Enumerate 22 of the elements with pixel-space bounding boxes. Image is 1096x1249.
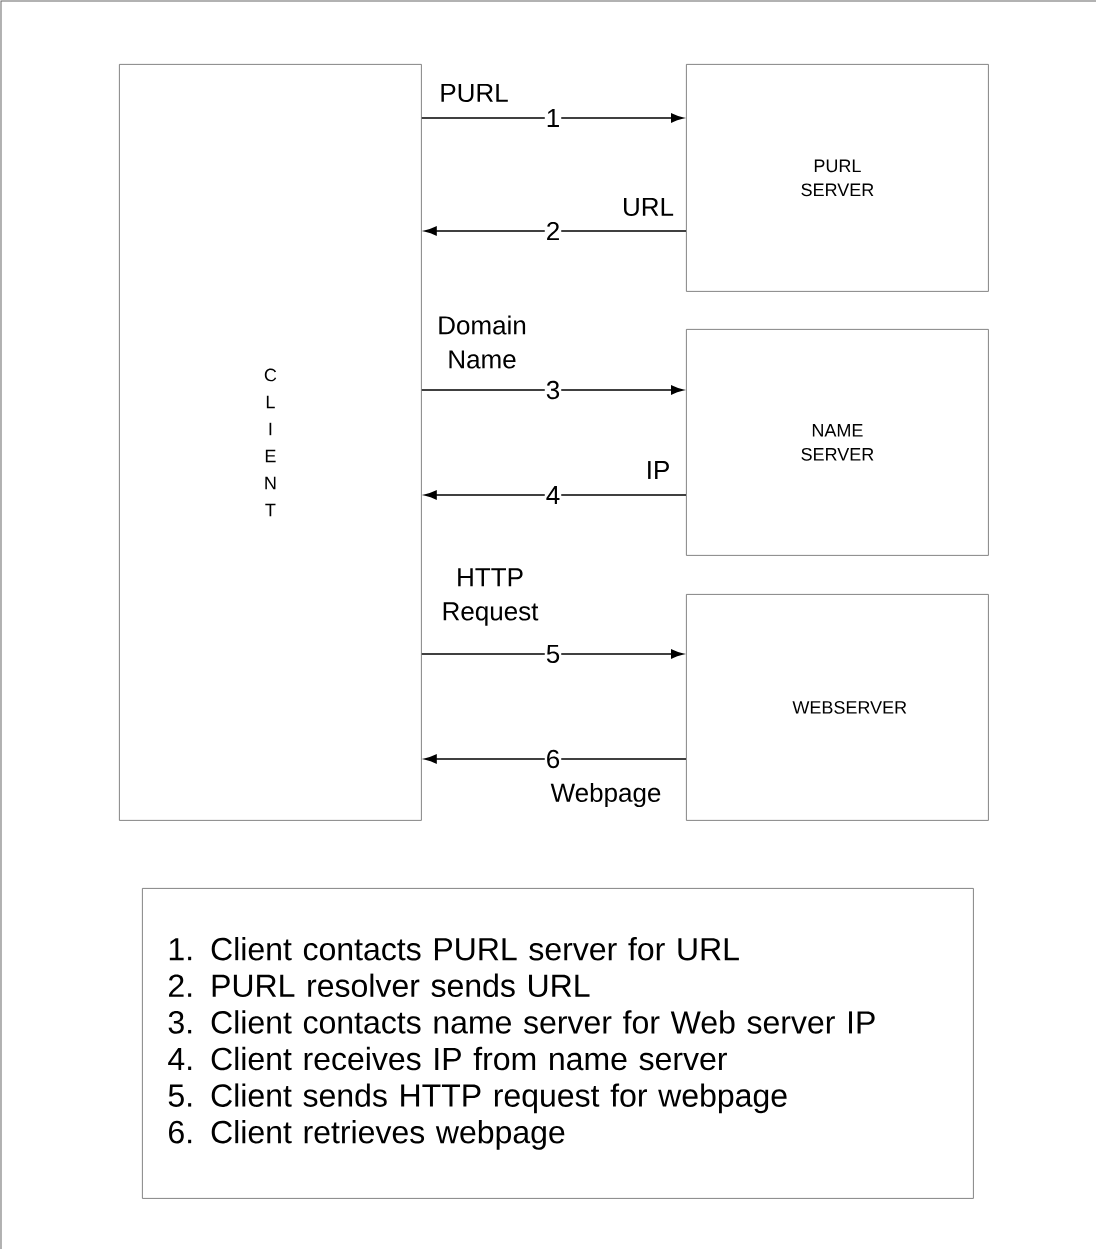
arrow [424, 490, 687, 500]
arrow [421, 385, 684, 395]
edge-label: 1 [544, 108, 562, 128]
client-box: CLIENT [119, 64, 422, 821]
edge-label: 4 [544, 485, 562, 505]
arrow [424, 226, 687, 236]
arrow [424, 754, 687, 764]
edge-label: 3 [544, 379, 562, 401]
steps-box: 1. Client contacts PURL server for URL 2. PURL resolver sends URL 3. Client contacts name server for Web server IP 4. Client receives IP from name server 5. Client sends HTTP request for webpage 6. Client retrieves webpage [142, 888, 974, 1199]
edge-label: 5 [544, 643, 562, 665]
edge-label: 6 [544, 748, 562, 770]
arrow [421, 113, 684, 123]
arrow [421, 649, 684, 659]
flow-label: PURL [441, 83, 508, 103]
edge-label: 2 [544, 220, 562, 242]
flow-label: URL [624, 197, 674, 217]
server-box: PURL SERVER [686, 64, 989, 292]
flow-label: IP [648, 461, 669, 479]
server-box: NAME SERVER [686, 329, 989, 556]
flow-label: Domain Name [439, 315, 526, 369]
server-box: WEBSERVER [686, 594, 989, 821]
flow-label: Webpage [550, 782, 661, 808]
